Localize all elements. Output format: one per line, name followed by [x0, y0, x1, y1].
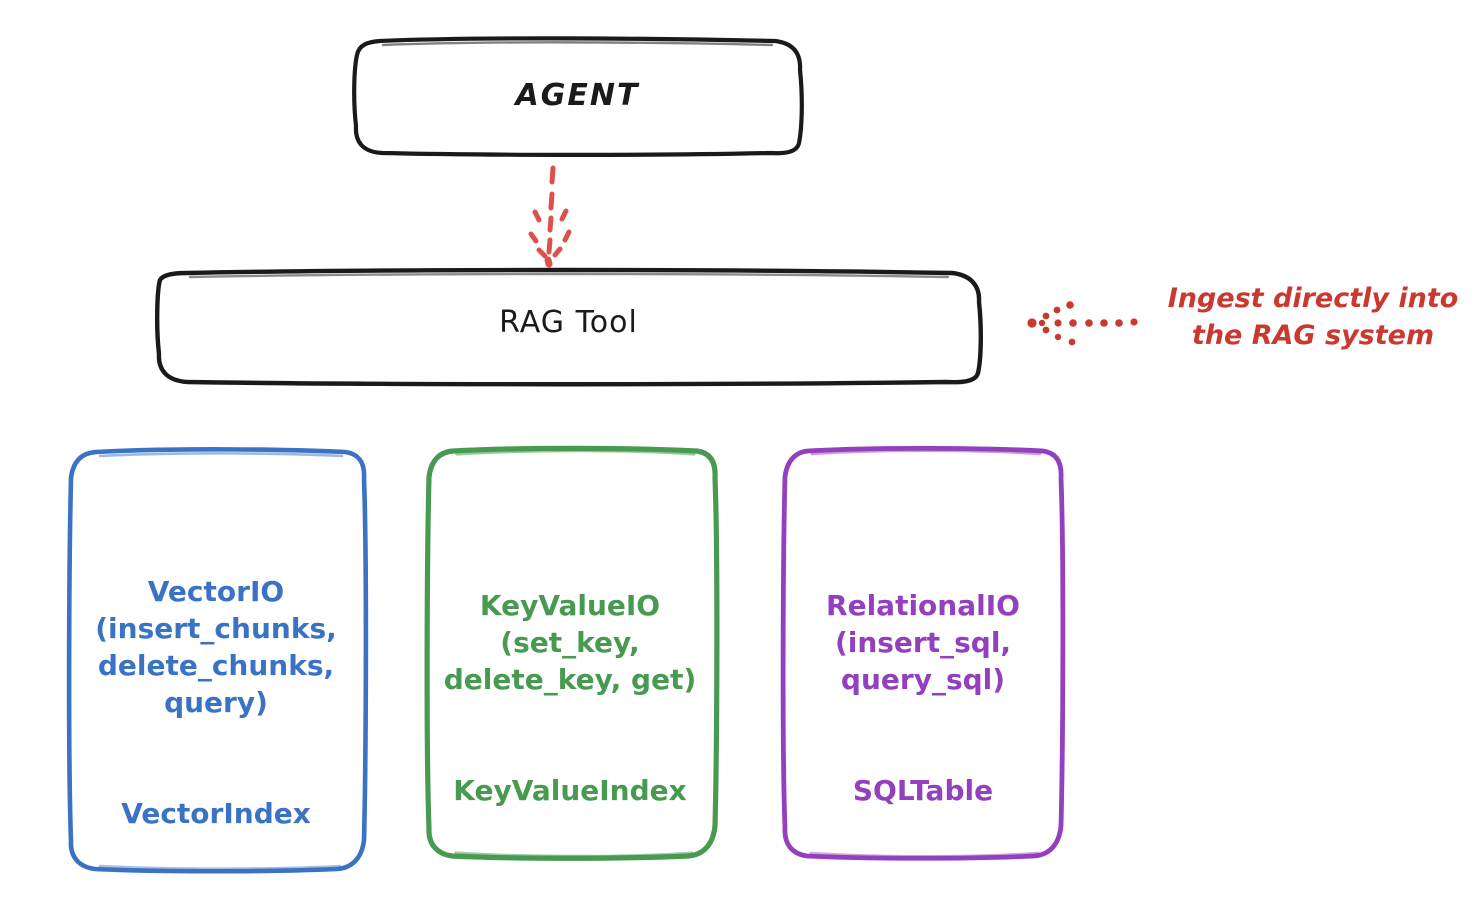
node-agent[interactable]: [352, 36, 804, 157]
node-rag-tool[interactable]: [154, 267, 984, 387]
node-key-value-io[interactable]: [424, 445, 720, 861]
edge-ingest-arrow: [1027, 301, 1138, 346]
node-relational-io[interactable]: [780, 445, 1066, 861]
edge-agent-to-rag-tool: [528, 165, 572, 268]
node-vector-io[interactable]: [66, 447, 369, 874]
